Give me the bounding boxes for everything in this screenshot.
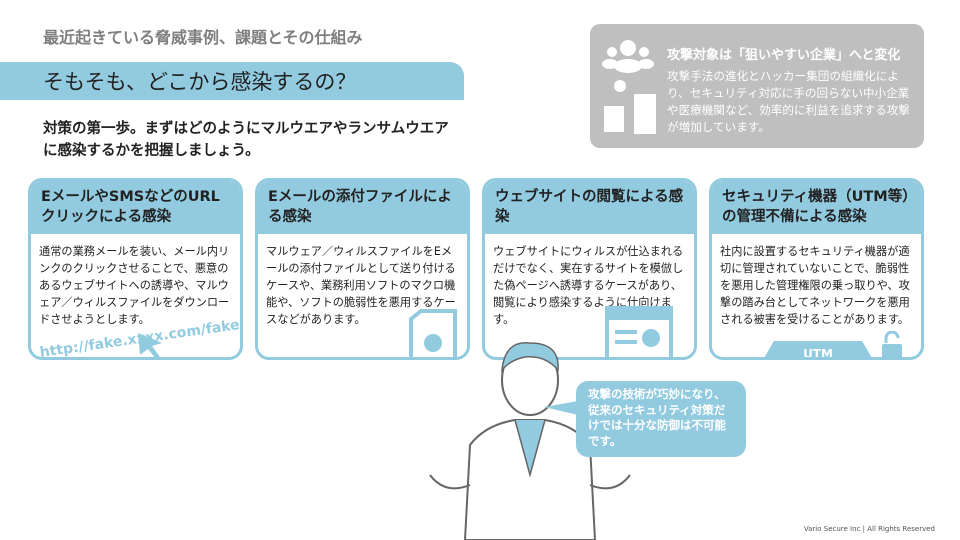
info-box: 攻撃対象は「狙いやすい企業」へと変化 攻撃手法の進化とハッカー集団の組織化により… — [590, 24, 924, 148]
footer-copyright: Vario Secure Inc | All Rights Reserved — [803, 525, 935, 533]
info-heading: 攻撃対象は「狙いやすい企業」へと変化 — [667, 48, 901, 63]
card-title: ウェブサイトの閲覧による感染 — [485, 181, 694, 234]
card-body: ウェブサイトにウィルスが仕込まれるだけでなく、実在するサイトを模倣した偽ページへ… — [493, 245, 684, 326]
speech-bubble: 攻撃の技術が巧妙になり、従来のセキュリティ対策だけでは十分な防御は不可能です。 — [544, 381, 746, 457]
card-title: Eメールの添付ファイルによる感染 — [258, 181, 467, 234]
card-title: セキュリティ機器（UTM等）の管理不備による感染 — [712, 181, 921, 234]
card-utm: セキュリティ機器（UTM等）の管理不備による感染 社内に設置するセキュリティ機器… — [709, 178, 924, 360]
worried-man-illustration — [429, 342, 631, 540]
card-body: マルウェア／ウィルスファイルをEメールの添付ファイルとして送り付けるケースや、業… — [266, 245, 456, 326]
card-website: ウェブサイトの閲覧による感染 ウェブサイトにウィルスが仕込まれるだけでなく、実在… — [482, 178, 697, 360]
slide-title: そもそも、どこから感染するの？ — [43, 70, 357, 94]
title-bar: そもそも、どこから感染するの？ — [0, 62, 464, 100]
infected-browser-icon — [605, 306, 673, 357]
unlock-icon — [882, 331, 902, 357]
infected-file-icon — [409, 309, 457, 357]
card-url-click: EメールやSMSなどのURLクリックによる感染 通常の業務メールを装い、メール内… — [28, 178, 243, 360]
card-email-attachment: Eメールの添付ファイルによる感染 マルウェア／ウィルスファイルをEメールの添付フ… — [255, 178, 470, 360]
lead-text: 対策の第一歩。まずはどのようにマルウエアやランサムウエアに感染するかを把握しまし… — [43, 121, 449, 159]
people-building-icon — [602, 40, 656, 134]
card-body: 社内に設置するセキュリティ機器が適切に管理されていないことで、脆弱性を悪用した管… — [720, 245, 910, 326]
cursor-icon — [138, 333, 162, 357]
utm-device: UTM — [760, 341, 876, 357]
card-body: 通常の業務メールを装い、メール内リンクのクリックさせることで、悪意のあるウェブサ… — [39, 245, 230, 326]
info-body: 攻撃手法の進化とハッカー集団の組織化により、セキュリティ対応に手の回らない中小企… — [667, 69, 910, 134]
slide-subtitle: 最近起きている脅威事例、課題とその仕組み — [43, 28, 363, 47]
card-title: EメールやSMSなどのURLクリックによる感染 — [31, 181, 240, 234]
